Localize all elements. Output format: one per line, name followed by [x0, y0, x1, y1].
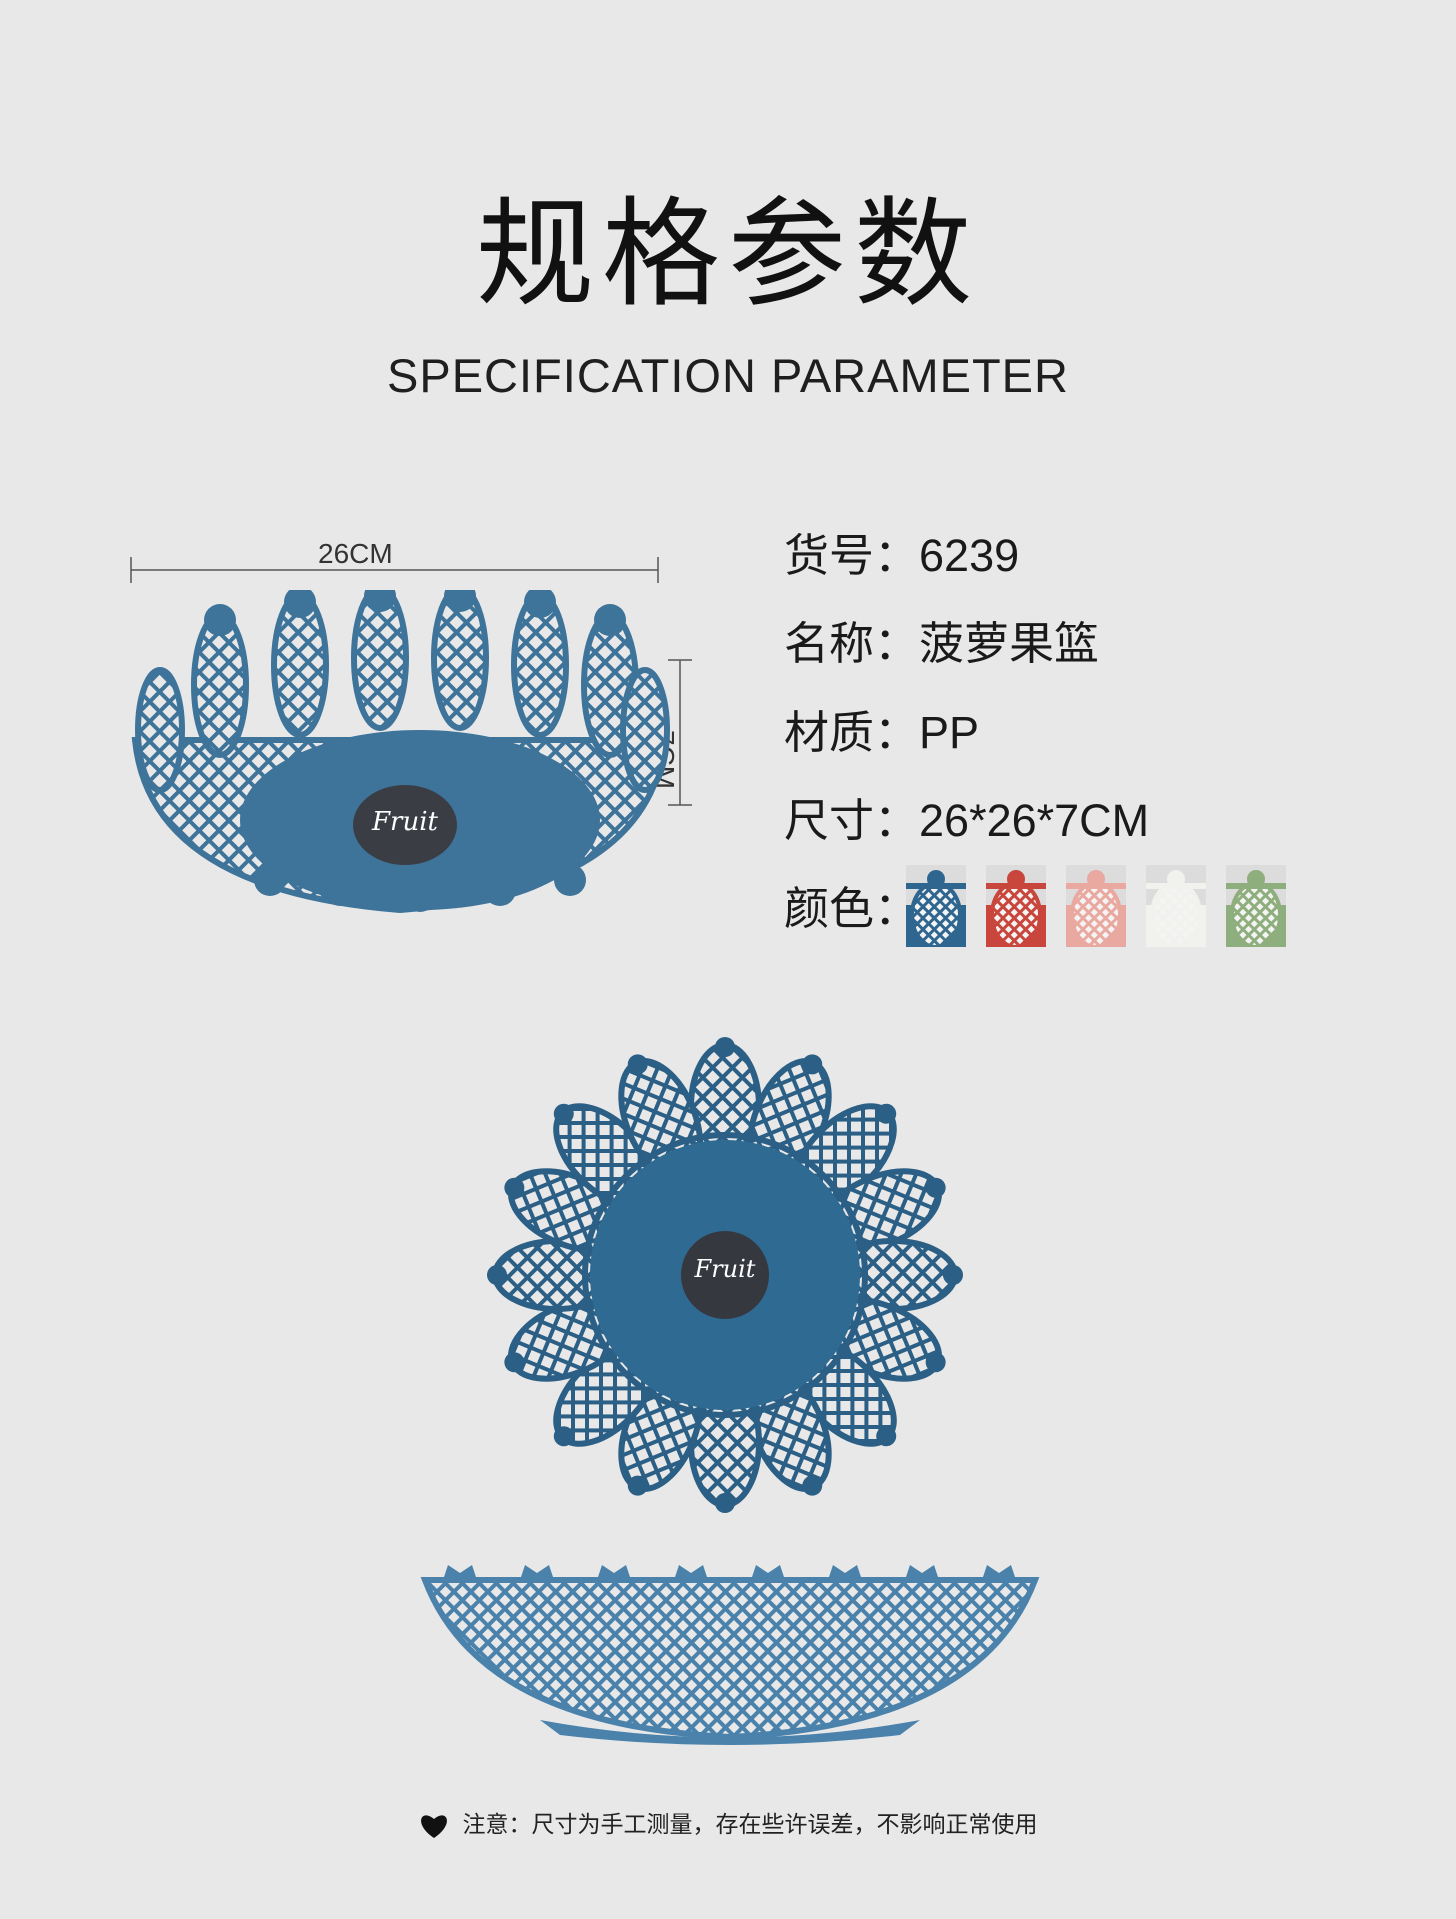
color-swatch — [1146, 865, 1206, 947]
spec-label: 颜色： — [784, 882, 920, 935]
spec-label: 货号： — [784, 529, 920, 582]
spec-value: 6239 — [919, 530, 1020, 581]
spec-label: 材质： — [784, 706, 920, 759]
basket-side-view-image — [420, 1565, 1040, 1745]
fruit-label-disc — [681, 1231, 769, 1319]
spec-label: 尺寸： — [784, 794, 920, 847]
spec-value: 菠萝果篮 — [919, 617, 1100, 670]
page-title: 规格参数 — [475, 185, 980, 323]
spec-color: 颜色： — [784, 886, 919, 931]
spec-size: 尺寸：26*26*7CM — [784, 798, 1149, 843]
spec-item-number: 货号：6239 — [784, 533, 1019, 578]
color-swatch — [906, 865, 966, 947]
basket-top-view-image: Fruit — [487, 1037, 963, 1513]
heart-icon — [420, 1815, 447, 1838]
note-text: 注意：尺寸为手工测量，存在些许误差，不影响正常使用 — [462, 1812, 1038, 1838]
color-swatches — [906, 865, 1286, 947]
fruit-label-disc — [353, 785, 457, 865]
spec-value: 26*26*7CM — [919, 795, 1150, 846]
spec-material: 材质：PP — [784, 710, 979, 755]
color-swatch — [986, 865, 1046, 947]
color-swatch — [1066, 865, 1126, 947]
fruit-label-text: Fruit — [694, 1255, 756, 1283]
color-swatch — [1226, 865, 1286, 947]
width-dimension-label: 26CM — [318, 538, 393, 569]
page-subtitle: SPECIFICATION PARAMETER — [387, 349, 1069, 402]
spec-value: PP — [919, 707, 980, 758]
spec-name: 名称：菠萝果篮 — [784, 621, 1099, 666]
basket-angled-image: Fruit — [131, 590, 670, 914]
spec-label: 名称： — [784, 617, 920, 670]
fruit-label-text: Fruit — [371, 807, 439, 837]
measurement-note: 注意：尺寸为手工测量，存在些许误差，不影响正常使用 — [0, 1812, 1456, 1839]
